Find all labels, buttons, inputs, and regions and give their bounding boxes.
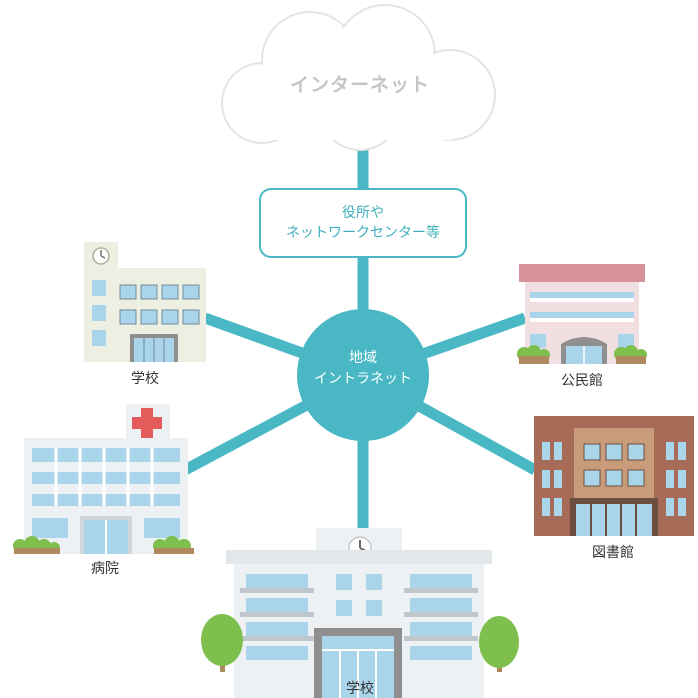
tree-icon [201,614,243,666]
library-building [534,416,694,536]
internet-label: インターネット [289,74,430,96]
office-label-line2: ネットワークセンター等 [286,225,440,241]
hub-label-line1: 地域 [349,350,377,366]
school-bottom-building [201,528,519,698]
hub-circle [297,309,429,441]
office-label-line1: 役所や [342,205,384,221]
hospital-label: 病院 [91,561,119,577]
office-node: 役所や ネットワークセンター等 [259,188,467,258]
hospital-building [13,404,194,554]
community-hall-building [517,264,647,364]
hub-label-line2: イントラネット [314,371,412,387]
library-label: 図書館 [592,545,634,561]
community-hall-label: 公民館 [561,373,603,389]
hub-label: 地域 イントラネット [298,348,428,390]
school-left-building [84,242,206,362]
tree-icon [479,616,519,668]
school-bottom-label: 学校 [346,681,374,697]
school-left-label: 学校 [131,371,159,387]
